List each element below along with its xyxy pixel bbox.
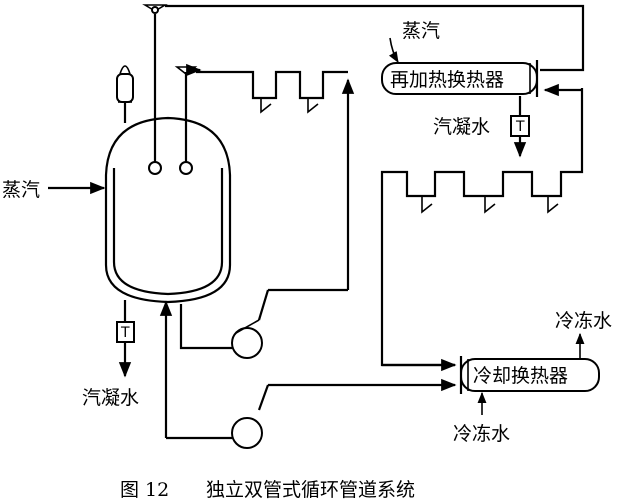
cooling-exchanger: 冷却换热器 冷冻水 冷冻水 bbox=[453, 310, 612, 445]
return-pipe bbox=[142, 4, 585, 162]
reheat-exchanger-label: 再加热换热器 bbox=[390, 69, 504, 91]
trap-symbol-left: T bbox=[120, 325, 130, 341]
caption-title: 独立双管式循环管道系统 bbox=[206, 479, 415, 501]
right-circuit bbox=[380, 83, 584, 372]
chilled-water-in-label: 冷冻水 bbox=[453, 423, 510, 445]
reheat-exchanger: 再加热换热器 蒸汽 bbox=[381, 20, 539, 97]
supply-pipe bbox=[174, 63, 355, 290]
steam-inlet: 蒸汽 bbox=[2, 179, 106, 201]
relief-valve-icon bbox=[116, 65, 134, 123]
condensate-trap-right: T 汽凝水 bbox=[433, 96, 530, 158]
cooling-exchanger-label: 冷却换热器 bbox=[473, 365, 568, 387]
condensate-label-right: 汽凝水 bbox=[433, 116, 490, 138]
jacketed-vessel bbox=[104, 116, 232, 304]
steam-label-left: 蒸汽 bbox=[2, 179, 40, 201]
figure-caption: 图 12 独立双管式循环管道系统 bbox=[120, 479, 415, 501]
trap-symbol-right: T bbox=[515, 119, 525, 135]
pump-1 bbox=[179, 288, 348, 359]
condensate-label-left: 汽凝水 bbox=[82, 387, 139, 409]
steam-trap-icon bbox=[260, 98, 319, 114]
condensate-trap-left: T 汽凝水 bbox=[82, 300, 139, 409]
caption-number: 图 12 bbox=[120, 479, 169, 501]
pump-2 bbox=[159, 300, 457, 449]
chilled-water-out-label: 冷冻水 bbox=[555, 310, 612, 332]
steam-label-top: 蒸汽 bbox=[402, 20, 440, 42]
